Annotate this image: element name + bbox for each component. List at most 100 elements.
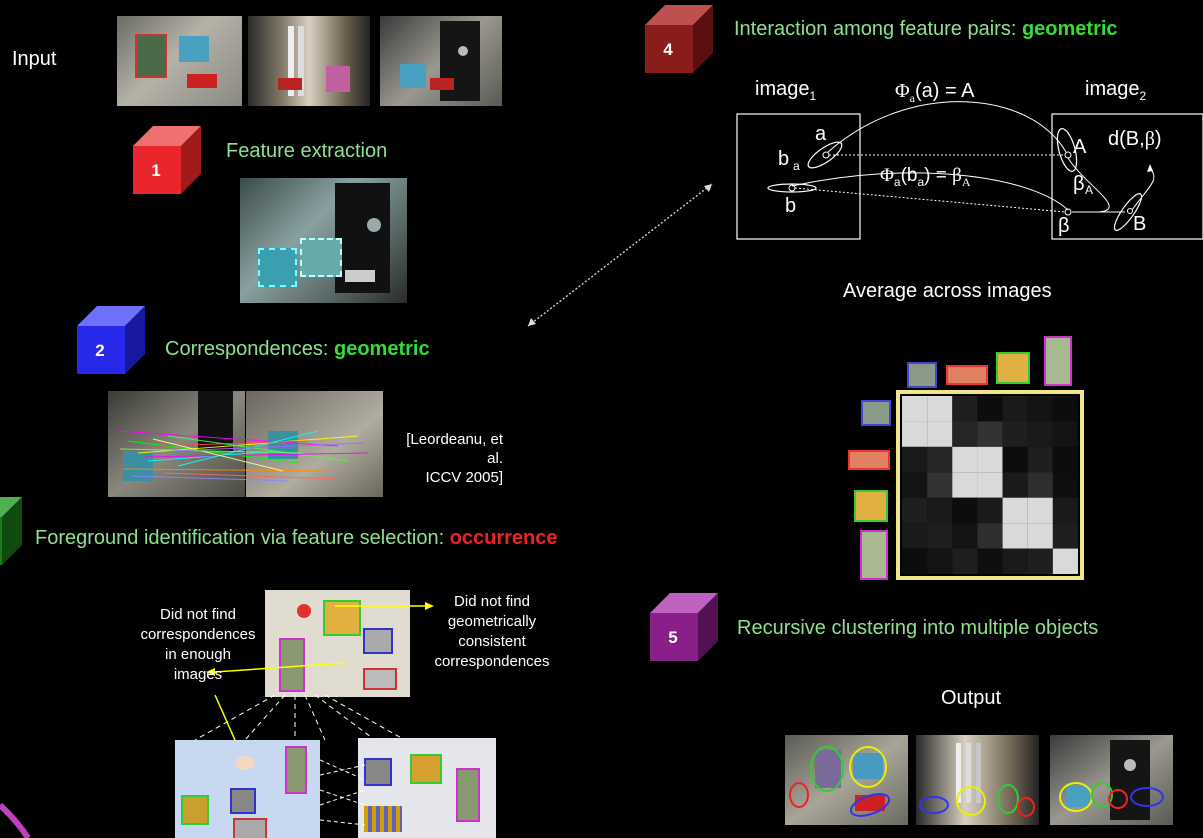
foreground-dashed-links-2	[320, 759, 365, 826]
image2-label-text: image	[1085, 78, 1140, 100]
annotation-right-line-2: geometrically	[447, 613, 537, 630]
matrix-cell	[1052, 523, 1078, 549]
matrix-cell	[1027, 421, 1053, 447]
matrix-cell	[1027, 472, 1053, 498]
matrix-cell	[902, 446, 928, 473]
d-label: d(B,β)	[1108, 128, 1162, 150]
matrix-cell	[977, 396, 1003, 422]
annotation-left-line-4: images	[173, 666, 223, 683]
input-label: Input	[12, 48, 57, 70]
matrix-cell	[952, 523, 978, 549]
output-label: Output	[941, 687, 1002, 709]
matrix-thumb-left-1	[861, 400, 891, 426]
input-image-2	[248, 16, 370, 106]
matrix-cell	[1027, 396, 1053, 422]
image1-label-text: image	[755, 78, 810, 100]
average-label: Average across images	[843, 280, 1052, 302]
annotation-left: Did not find correspondences in enough i…	[128, 605, 268, 685]
matrix-cell	[927, 421, 953, 447]
step-2-keyword: geometric	[333, 338, 430, 360]
matrix-cell	[952, 446, 978, 473]
point-ba-subscript: a	[793, 159, 800, 173]
matrix-cell	[1052, 446, 1078, 473]
feature-extraction-image	[240, 178, 407, 303]
matrix-cell	[902, 523, 928, 549]
foreground-image-left	[175, 740, 320, 838]
step-1-number: 1	[151, 161, 161, 180]
matrix-cell	[1002, 396, 1028, 422]
matrix-cell	[927, 446, 953, 473]
annotation-left-line-3: in enough	[165, 646, 231, 663]
affinity-matrix	[896, 390, 1084, 580]
citation-line-2: ICCV 2005]	[425, 469, 503, 486]
foreground-image-right	[358, 738, 496, 838]
phi-a-label: Φa(a) = A	[895, 80, 975, 105]
matrix-cell	[902, 497, 928, 524]
point-B-label: B	[1133, 213, 1146, 235]
step-5-number: 5	[668, 628, 678, 647]
matrix-cell	[977, 472, 1003, 498]
foreground-annotation-arrows	[206, 602, 434, 676]
annotation-right: Did not find geometrically consistent co…	[412, 592, 572, 672]
annotation-right-line-3: consistent	[458, 633, 526, 650]
matrix-cell	[977, 446, 1003, 473]
input-image-3	[380, 16, 502, 106]
correspondence-image-pair	[108, 391, 383, 497]
point-ba-label: b	[778, 148, 789, 170]
phi-a-label-text: (a) = A	[914, 80, 975, 102]
step-1-cube-icon	[133, 126, 201, 194]
matrix-cell	[1052, 421, 1078, 447]
phi-symbol-icon-2: Φ	[880, 165, 894, 186]
matrix-cell	[952, 548, 978, 574]
matrix-cell	[977, 523, 1003, 549]
annotation-right-line-4: correspondences	[434, 653, 550, 670]
matrix-cell	[927, 497, 953, 524]
matrix-cell	[1052, 548, 1078, 574]
step-3-title: Foreground identification via feature se…	[35, 527, 558, 550]
matrix-cell	[1002, 497, 1028, 524]
point-b-label: b	[785, 195, 796, 217]
beta-symbol-icon-2: β	[1144, 128, 1155, 150]
step-5-cube-icon	[650, 593, 718, 661]
step-3-title-text: Foreground identification via feature se…	[35, 527, 450, 549]
matrix-thumb-top-3	[996, 352, 1030, 384]
matrix-cell	[902, 548, 928, 574]
matrix-cell	[1052, 396, 1078, 422]
matrix-thumb-top-4	[1044, 336, 1072, 386]
input-image-1	[117, 16, 242, 106]
matrix-thumb-top-2	[946, 365, 988, 385]
matrix-cell	[1002, 472, 1028, 498]
step-4-keyword: geometric	[1021, 18, 1118, 40]
d-label-text: d(B,	[1108, 128, 1145, 150]
output-image-3	[1050, 735, 1173, 825]
matrix-cell	[1002, 421, 1028, 447]
matrix-cell	[1002, 446, 1028, 473]
step-1-title: Feature extraction	[226, 140, 388, 162]
matrix-cell	[952, 497, 978, 524]
step-4-title-text: Interaction among feature pairs:	[734, 18, 1022, 40]
image2-label: image2	[1085, 78, 1146, 103]
beta-label: β	[1058, 215, 1070, 237]
matrix-cell	[927, 548, 953, 574]
point-A-label: A	[1073, 136, 1087, 158]
step-link-arrow	[527, 183, 713, 327]
matrix-cell	[1027, 497, 1053, 524]
phi-b-label: Φa(ba) = βA	[880, 165, 971, 189]
image1-label: image1	[755, 78, 816, 103]
matrix-thumb-left-4	[860, 530, 888, 580]
matrix-cell	[1052, 472, 1078, 498]
phi-b-label-text: ) =	[924, 165, 953, 186]
matrix-cell	[977, 421, 1003, 447]
output-image-1	[785, 735, 908, 825]
matrix-cell	[927, 523, 953, 549]
matrix-thumb-top-1	[907, 362, 937, 388]
citation-line-1: [Leordeanu, et al.	[406, 431, 503, 467]
foreground-dashed-links	[194, 695, 406, 740]
beta-A-label: β	[1073, 173, 1085, 195]
step-2-title-text: Correspondences:	[165, 338, 334, 360]
decorative-arc	[0, 802, 30, 838]
matrix-cell	[1052, 497, 1078, 524]
matrix-cell	[952, 396, 978, 422]
matrix-cell	[902, 472, 928, 498]
matrix-cell	[927, 472, 953, 498]
